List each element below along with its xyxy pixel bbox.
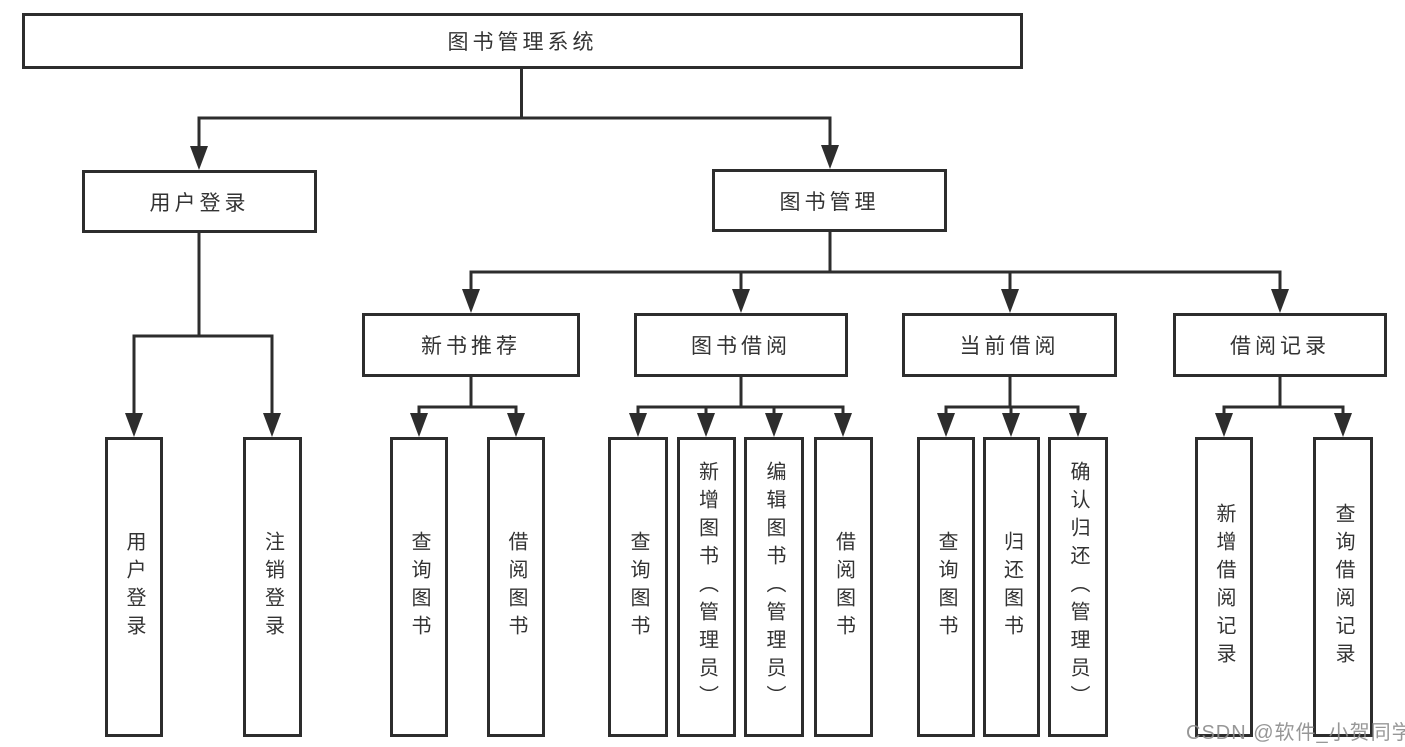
leaf-nbr-borrow-books: 借阅图书: [487, 437, 545, 737]
node-book-borrowing-label: 图书借阅: [691, 335, 791, 358]
leaf-br-add-record: 新增借阅记录: [1195, 437, 1253, 737]
node-root-system: 图书管理系统: [22, 13, 1023, 69]
node-borrowing-records: 借阅记录: [1173, 313, 1387, 377]
leaf-cb-query-books: 查询图书: [917, 437, 975, 737]
leaf-cb-confirm-return-admin-label: 确认归还（管理员）: [1067, 461, 1089, 713]
node-new-book-recommend: 新书推荐: [362, 313, 580, 377]
leaf-bb-borrow-books-label: 借阅图书: [832, 531, 855, 643]
node-book-management-label: 图书管理: [779, 190, 880, 214]
leaf-br-query-record-label: 查询借阅记录: [1332, 503, 1354, 671]
node-root-system-label: 图书管理系统: [447, 31, 598, 54]
node-user-login: 用户登录: [82, 170, 317, 233]
leaf-bb-edit-book-admin: 编辑图书（管理员）: [744, 437, 804, 737]
leaf-bb-add-book-admin-label: 新增图书（管理员）: [695, 461, 718, 713]
leaf-cb-return-books-label: 归还图书: [1000, 531, 1023, 643]
leaf-logout-label: 注销登录: [261, 531, 284, 643]
leaf-nbr-borrow-books-label: 借阅图书: [505, 531, 527, 643]
leaf-cb-return-books: 归还图书: [983, 437, 1040, 737]
node-current-borrowing: 当前借阅: [902, 313, 1117, 377]
node-new-book-recommend-label: 新书推荐: [421, 335, 521, 358]
leaf-bb-add-book-admin: 新增图书（管理员）: [677, 437, 736, 737]
leaf-cb-confirm-return-admin: 确认归还（管理员）: [1048, 437, 1108, 737]
node-user-login-label: 用户登录: [149, 191, 250, 215]
leaf-nbr-query-books: 查询图书: [390, 437, 448, 737]
leaf-bb-query-books-label: 查询图书: [627, 531, 649, 643]
node-book-borrowing: 图书借阅: [634, 313, 848, 377]
leaf-user-login-label: 用户登录: [123, 531, 145, 643]
leaf-bb-edit-book-admin-label: 编辑图书（管理员）: [763, 461, 785, 713]
csdn-watermark: CSDN @软件_小贺同学: [1186, 722, 1405, 744]
node-book-management: 图书管理: [712, 169, 947, 232]
leaf-nbr-query-books-label: 查询图书: [408, 531, 430, 643]
leaf-cb-query-books-label: 查询图书: [935, 531, 957, 643]
leaf-br-query-record: 查询借阅记录: [1313, 437, 1373, 737]
node-current-borrowing-label: 当前借阅: [959, 335, 1060, 358]
node-borrowing-records-label: 借阅记录: [1230, 335, 1330, 358]
leaf-user-login: 用户登录: [105, 437, 163, 737]
leaf-logout: 注销登录: [243, 437, 302, 737]
leaf-bb-query-books: 查询图书: [608, 437, 668, 737]
leaf-br-add-record-label: 新增借阅记录: [1213, 503, 1235, 671]
leaf-bb-borrow-books: 借阅图书: [814, 437, 873, 737]
